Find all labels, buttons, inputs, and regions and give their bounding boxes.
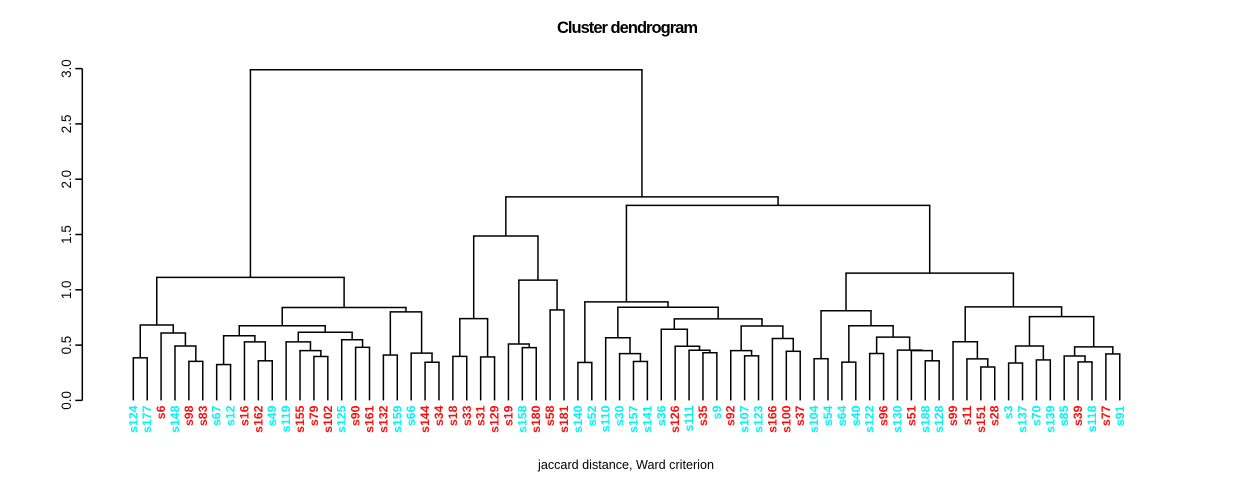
leaf-label: s130 — [890, 405, 904, 433]
leaf-label: s148 — [168, 405, 182, 433]
leaf-label: s166 — [765, 405, 779, 433]
leaf-label: s129 — [488, 405, 502, 433]
leaf-label: s83 — [196, 405, 210, 426]
leaf-label: s119 — [279, 405, 293, 432]
leaf-label: s100 — [779, 405, 793, 433]
leaf-label: s3 — [1002, 405, 1016, 419]
leaf-label: s85 — [1057, 405, 1071, 426]
leaf-label: s181 — [557, 405, 571, 433]
leaf-label: s91 — [1113, 405, 1127, 426]
leaf-label: s162 — [251, 405, 265, 433]
leaf-label: s12 — [224, 405, 238, 426]
leaf-label: s9 — [710, 405, 724, 419]
leaf-label: s51 — [904, 405, 918, 426]
leaf-label: s39 — [1071, 405, 1085, 426]
leaf-label: s157 — [626, 405, 640, 433]
leaf-label: s125 — [335, 405, 349, 433]
leaf-label: s124 — [126, 405, 140, 433]
chart-title: Cluster dendrogram — [556, 19, 698, 37]
leaf-label: s102 — [321, 405, 335, 433]
leaf-label: s64 — [835, 405, 849, 426]
leaf-label: s28 — [988, 405, 1002, 426]
leaf-label: s19 — [501, 405, 515, 426]
leaf-label: s58 — [543, 405, 557, 426]
y-axis-tick-label: 1.5 — [59, 225, 74, 244]
y-axis-tick-label: 2.0 — [59, 170, 74, 189]
leaf-label: s79 — [307, 405, 321, 426]
y-axis-tick-label: 0.5 — [59, 336, 74, 355]
leaf-label: s161 — [362, 405, 376, 433]
leaf-label: s40 — [849, 405, 863, 426]
leaf-label: s90 — [349, 405, 363, 426]
leaf-label: s31 — [474, 405, 488, 426]
leaf-label: s177 — [140, 405, 154, 433]
y-axis-tick-label: 3.0 — [59, 59, 74, 78]
leaf-label: s180 — [529, 405, 543, 433]
leaf-label: s155 — [293, 405, 307, 433]
leaf-label: s54 — [821, 405, 835, 426]
leaf-label: s67 — [210, 405, 224, 426]
leaf-label: s107 — [738, 405, 752, 433]
dendrogram-tree — [132, 68, 1121, 401]
y-axis-tick-label: 0.0 — [59, 391, 74, 410]
leaf-label: s49 — [265, 405, 279, 426]
leaf-label: s92 — [724, 405, 738, 426]
leaf-label: s126 — [668, 405, 682, 433]
leaf-label: s140 — [571, 405, 585, 433]
leaf-label: s30 — [613, 405, 627, 426]
leaf-label: s36 — [654, 405, 668, 426]
leaf-label: s66 — [404, 405, 418, 426]
leaf-label: s141 — [640, 405, 654, 433]
leaf-label: s96 — [877, 405, 891, 426]
leaf-label: s118 — [1085, 405, 1099, 432]
leaf-label: s123 — [752, 405, 766, 433]
y-axis-tick-label: 1.0 — [59, 280, 74, 299]
leaf-label: s128 — [932, 405, 946, 433]
leaf-label: s104 — [807, 405, 821, 433]
leaf-label: s16 — [237, 405, 251, 426]
leaf-label: s188 — [918, 405, 932, 433]
leaf-label: s6 — [154, 405, 168, 419]
leaf-label: s34 — [432, 405, 446, 426]
leaf-label: s35 — [696, 405, 710, 426]
y-axis-tick-label: 2.5 — [59, 115, 74, 134]
leaf-label: s151 — [974, 405, 988, 433]
leaf-label: s137 — [1016, 405, 1030, 433]
y-axis: 0.0 0.5 1.0 1.5 2.0 2.5 3.0 — [59, 59, 84, 410]
leaf-label: s18 — [446, 405, 460, 426]
leaf-label: s77 — [1099, 405, 1113, 426]
leaf-label: s158 — [515, 405, 529, 433]
leaf-label: s122 — [863, 405, 877, 433]
leaf-label: s37 — [793, 405, 807, 426]
leaf-label: s159 — [390, 405, 404, 433]
leaf-label: s139 — [1043, 405, 1057, 433]
leaf-label: s70 — [1029, 405, 1043, 426]
leaf-label: s110 — [599, 405, 613, 432]
leaf-label: s11 — [960, 405, 974, 425]
leaf-label: s111 — [682, 405, 696, 431]
x-axis-label: jaccard distance, Ward criterion — [538, 458, 714, 472]
leaf-label: s132 — [376, 405, 390, 433]
leaf-label: s98 — [182, 405, 196, 426]
leaf-label: s99 — [946, 405, 960, 426]
leaf-label: s52 — [585, 405, 599, 426]
leaf-label: s144 — [418, 405, 432, 433]
leaf-label: s33 — [460, 405, 474, 426]
